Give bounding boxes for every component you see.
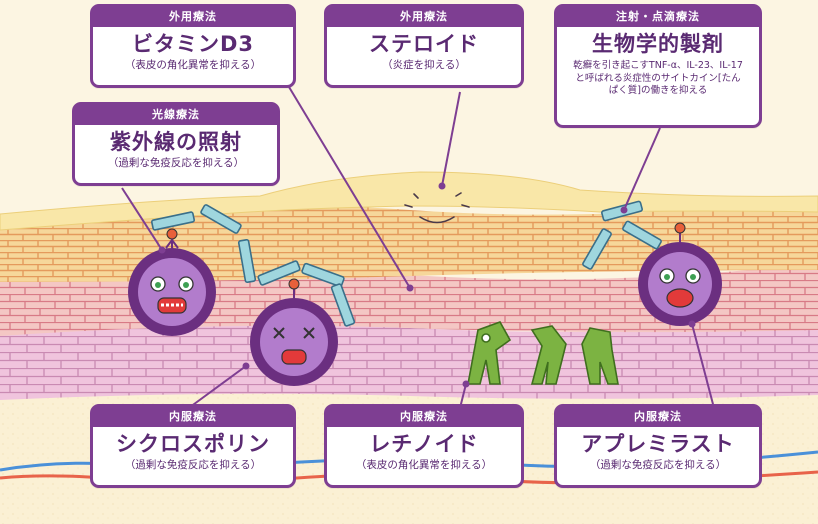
- card-category: 光線療法: [75, 105, 277, 125]
- card-category: 内服療法: [93, 407, 293, 427]
- card-title: ビタミンD3: [131, 32, 255, 56]
- card-subtitle: （表皮の角化異常を抑える）: [355, 459, 493, 471]
- immune-cell-1: [128, 228, 216, 336]
- card-uv: 光線療法 紫外線の照射 （過剰な免疫反応を抑える）: [72, 102, 280, 186]
- connector-lines: [121, 81, 715, 411]
- card-subtitle: （過剰な免疫反応を抑える）: [124, 459, 262, 471]
- card-title: シクロスポリン: [116, 432, 270, 456]
- card-steroid: 外用療法 ステロイド （炎症を抑える）: [324, 4, 524, 88]
- uv-rays: [150, 204, 356, 327]
- card-subtitle: （過剰な免疫反応を抑える）: [589, 459, 727, 471]
- card-title: レチノイド: [369, 432, 479, 456]
- card-subtitle: （表皮の角化異常を抑える）: [124, 59, 262, 71]
- card-category: 外用療法: [93, 7, 293, 27]
- immune-cell-2: [250, 278, 338, 386]
- card-description: 乾癬を引き起こすTNF-α、IL-23、IL-17と呼ばれる炎症性のサイトカイン…: [573, 60, 743, 96]
- plaque-face: [404, 192, 470, 224]
- horny-layer-plaque: [0, 171, 818, 231]
- card-category: 注射・点滴療法: [557, 7, 759, 27]
- card-cyclosporin: 内服療法 シクロスポリン （過剰な免疫反応を抑える）: [90, 404, 296, 488]
- card-apremilast: 内服療法 アプレミラスト （過剰な免疫反応を抑える）: [554, 404, 762, 488]
- card-category: 内服療法: [327, 407, 521, 427]
- card-subtitle: （過剰な免疫反応を抑える）: [107, 157, 245, 169]
- card-title: ステロイド: [369, 32, 479, 56]
- t-cell-characters: [467, 321, 619, 385]
- card-retinoid: 内服療法 レチノイド （表皮の角化異常を抑える）: [324, 404, 524, 488]
- card-subtitle: （炎症を抑える）: [382, 59, 466, 71]
- card-biologics: 注射・点滴療法 生物学的製剤 乾癬を引き起こすTNF-α、IL-23、IL-17…: [554, 4, 762, 128]
- card-category: 外用療法: [327, 7, 521, 27]
- card-title: 紫外線の照射: [110, 130, 242, 154]
- immune-cell-3: [638, 222, 722, 326]
- card-title: 生物学的製剤: [592, 32, 724, 56]
- card-title: アプレミラスト: [581, 432, 735, 456]
- card-category: 内服療法: [557, 407, 759, 427]
- card-vitamin-d3: 外用療法 ビタミンD3 （表皮の角化異常を抑える）: [90, 4, 296, 88]
- connector-dots: [158, 182, 696, 388]
